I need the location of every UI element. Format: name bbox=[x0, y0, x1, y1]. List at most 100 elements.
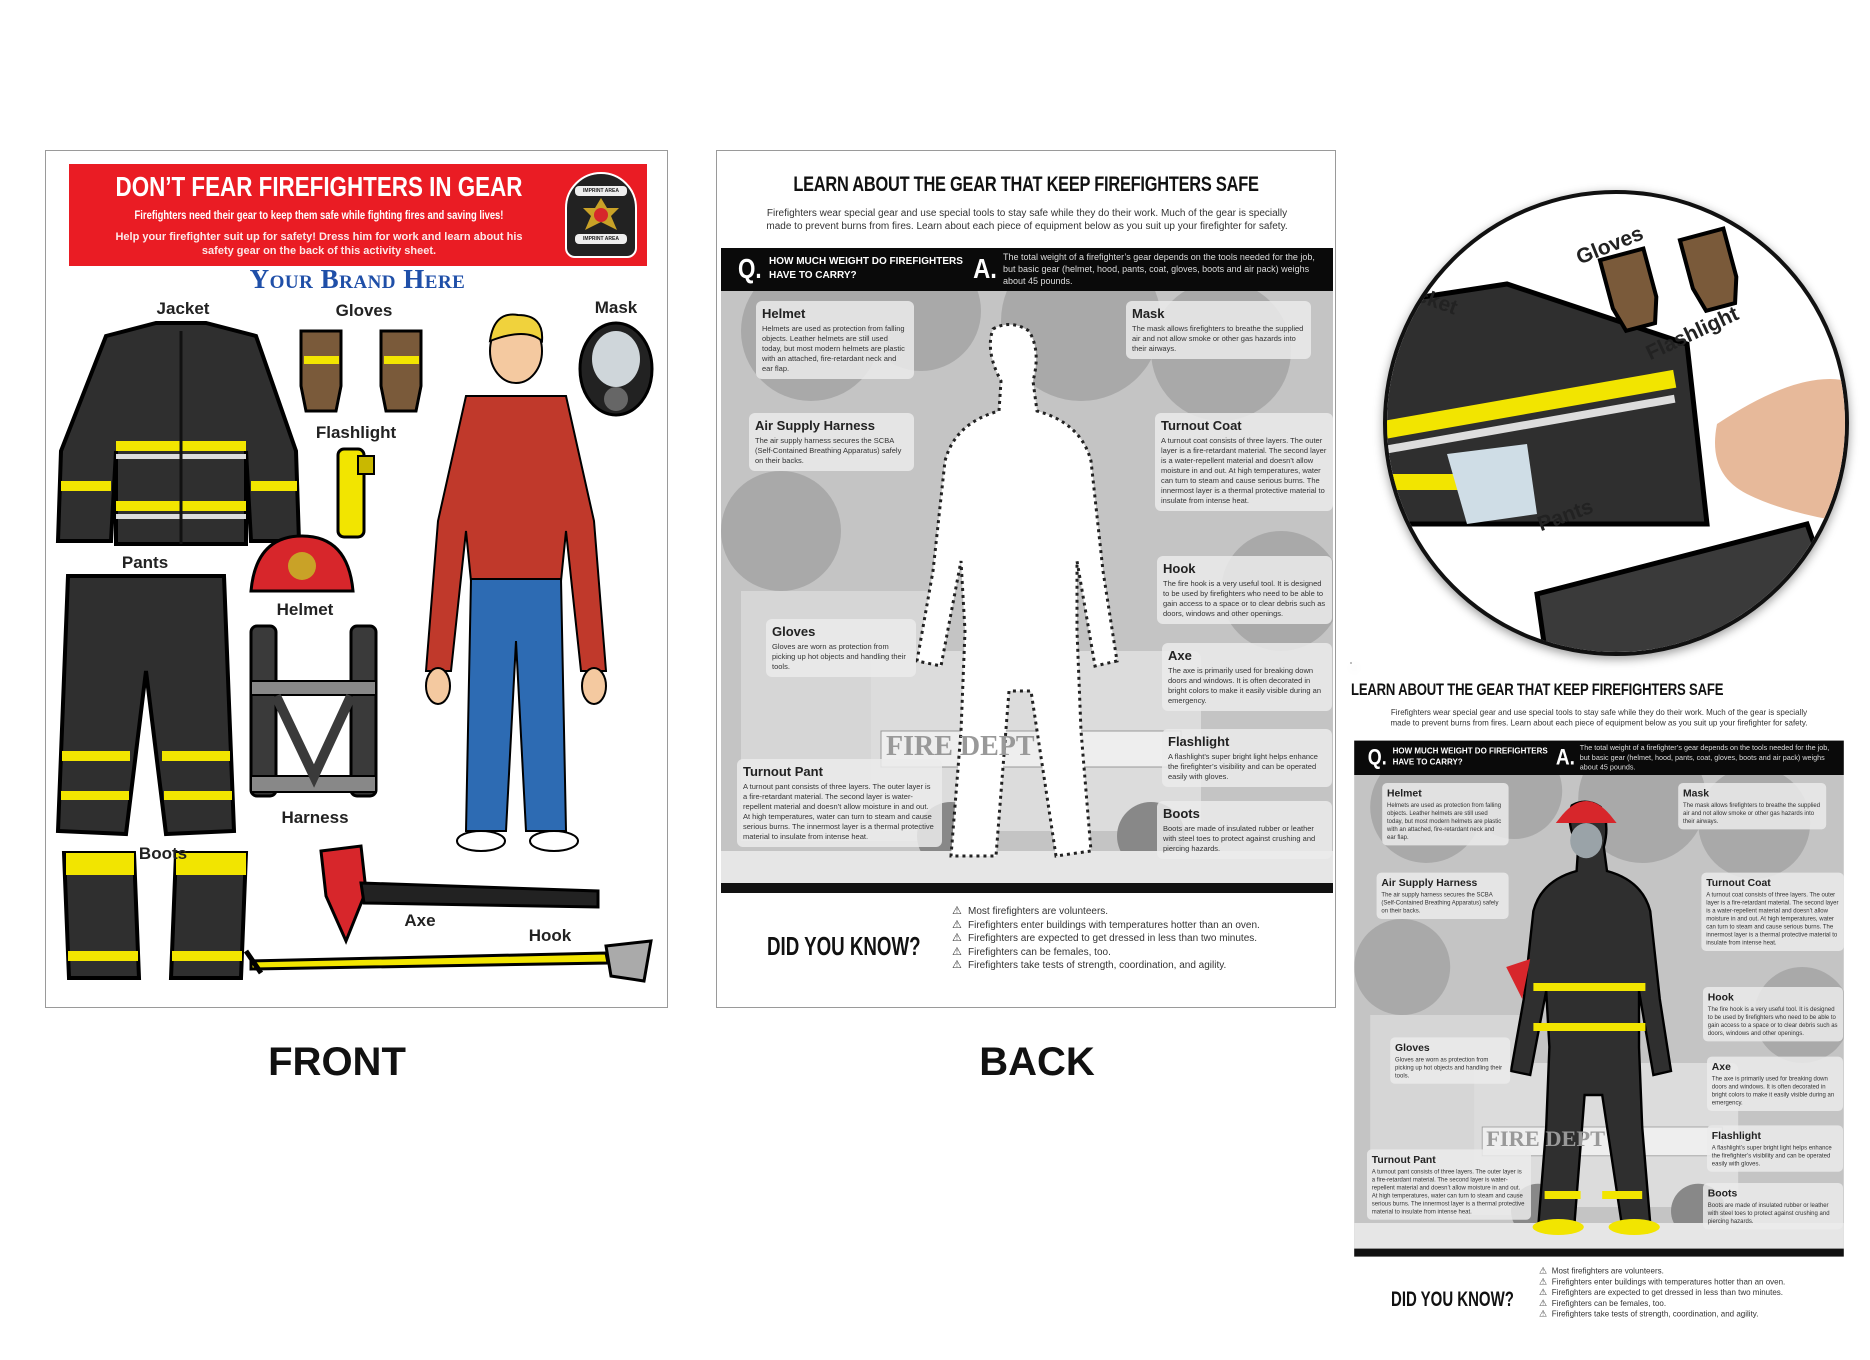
badge-imprint-top: IMPRINT AREA bbox=[583, 188, 619, 194]
callout-text: The fire hook is a very useful tool. It … bbox=[1163, 579, 1326, 618]
jacket-sticker[interactable] bbox=[55, 321, 302, 546]
warning-triangle-icon: ⚠ bbox=[1539, 1287, 1547, 1298]
brand-placeholder: Your Brand Here bbox=[249, 264, 466, 294]
badge-shield-icon bbox=[575, 186, 627, 244]
warning-triangle-icon: ⚠ bbox=[1539, 1309, 1547, 1319]
banner-text: Help your firefighter suit up for safety… bbox=[115, 231, 523, 257]
fact-text: Firefighters can be females, too. bbox=[968, 946, 1111, 958]
callout-title: Hook bbox=[1163, 561, 1196, 576]
label-hook: Hook bbox=[528, 926, 572, 945]
callout-title: Turnout Coat bbox=[1161, 418, 1242, 433]
divider-bar bbox=[1354, 1248, 1844, 1257]
back-sheet-dressed-preview: LEARN ABOUT THE GEAR THAT KEEP FIREFIGHT… bbox=[1350, 662, 1844, 1319]
callout-text: A flashlight’s super bright light helps … bbox=[1168, 752, 1318, 781]
callout-text: Gloves are worn as protection from picki… bbox=[772, 642, 906, 671]
fact-text: Most firefighters are volunteers. bbox=[968, 906, 1109, 917]
back-activity-sheet: LEARN ABOUT THE GEAR THAT KEEP FIREFIGHT… bbox=[716, 150, 1336, 1008]
fact-text: Firefighters take tests of strength, coo… bbox=[968, 960, 1227, 971]
question-text: HOW MUCH WEIGHT DO FIREFIGHTERS HAVE TO … bbox=[769, 256, 963, 281]
divider-bar bbox=[721, 883, 1333, 893]
gloves-sticker[interactable] bbox=[299, 329, 423, 413]
fire-dept-sign: FIRE DEPT bbox=[886, 731, 1035, 762]
fact-item: ⚠Firefighters are expected to get dresse… bbox=[952, 932, 1260, 946]
label-mask: Mask bbox=[594, 298, 638, 317]
warning-triangle-icon: ⚠ bbox=[1539, 1298, 1547, 1309]
fact-item: ⚠ Most firefighters are volunteers. bbox=[1539, 1266, 1785, 1277]
front-caption: FRONT bbox=[268, 1040, 406, 1084]
warning-triangle-icon: ⚠ bbox=[952, 959, 962, 971]
dressed-firefighter bbox=[1506, 800, 1673, 1235]
warning-triangle-icon: ⚠ bbox=[952, 918, 962, 931]
firefighter-doll[interactable] bbox=[424, 313, 608, 852]
did-you-know-heading: DID YOU KNOW? bbox=[767, 931, 921, 961]
callout-text: Helmets are used as protection from fall… bbox=[762, 324, 905, 373]
callout-text: The mask allows firefighters to breathe … bbox=[1132, 324, 1304, 353]
fact-item: ⚠ Firefighters take tests of strength, co… bbox=[1539, 1309, 1785, 1320]
callout-title: Boots bbox=[1707, 1187, 1738, 1199]
gear-illustrations bbox=[55, 313, 654, 983]
callout-title: Flashlight bbox=[1711, 1129, 1761, 1142]
fact-text: Firefighters are expected to get dressed… bbox=[968, 933, 1258, 944]
axe-sticker[interactable] bbox=[319, 844, 600, 945]
fact-item: ⚠ Firefighters are expected to get dresse… bbox=[1539, 1288, 1785, 1299]
callout-title: Air Supply Harness bbox=[1381, 876, 1478, 889]
answer-text: The total weight of a firefighter’s gear… bbox=[1579, 743, 1830, 771]
callout-text: The mask allows firefighters to breathe … bbox=[1683, 801, 1821, 825]
callout-title: Flashlight bbox=[1168, 734, 1230, 749]
mask-sticker[interactable] bbox=[578, 321, 654, 417]
callout-text: The axe is primarily used for breaking d… bbox=[1168, 666, 1321, 705]
fact-item: ⚠ Firefighters enter buildings with tempe… bbox=[1539, 1277, 1785, 1288]
callout-text: The air supply harness secures the SCBA … bbox=[755, 436, 902, 465]
callout-title: Helmet bbox=[762, 306, 806, 321]
banner-title: DON’T FEAR FIREFIGHTERS IN GEAR bbox=[115, 171, 523, 202]
label-jacket: Jacket bbox=[156, 299, 210, 318]
facts-list: ⚠ Most firefighters are volunteers. ⚠ Firef… bbox=[1539, 1266, 1785, 1320]
boots-sticker[interactable] bbox=[61, 851, 249, 980]
fact-text: Most firefighters are volunteers. bbox=[1551, 1267, 1664, 1276]
callout-text: Boots are made of insulated rubber or le… bbox=[1163, 824, 1316, 853]
callout-text: The fire hook is a very useful tool. It … bbox=[1707, 1005, 1838, 1037]
badge-imprint-bottom: IMPRINT AREA bbox=[583, 236, 619, 242]
back-subtitle: Firefighters wear special gear and use s… bbox=[1390, 708, 1808, 728]
pants-sticker[interactable] bbox=[55, 574, 237, 837]
callout-text: The air supply harness secures the SCBA … bbox=[1381, 891, 1499, 915]
callout-title: Turnout Pant bbox=[1371, 1153, 1436, 1166]
callout-title: Turnout Coat bbox=[1706, 876, 1771, 889]
callout-text: A turnout pant consists of three layers.… bbox=[1371, 1167, 1525, 1215]
fact-text: Firefighters are expected to get dressed… bbox=[1551, 1288, 1784, 1298]
callout-flashlight: Flashlight A flashlight’s super bright li… bbox=[1162, 729, 1332, 787]
warning-triangle-icon: ⚠ bbox=[952, 905, 962, 917]
fact-text: Firefighters take tests of strength, coo… bbox=[1551, 1310, 1759, 1319]
fact-item: ⚠ Firefighters take tests of strength, co… bbox=[952, 959, 1260, 973]
callout-text: A flashlight’s super bright light helps … bbox=[1711, 1143, 1832, 1167]
helmet-sticker[interactable] bbox=[249, 534, 355, 593]
hook-sticker[interactable] bbox=[243, 939, 653, 983]
back-title: LEARN ABOUT THE GEAR THAT KEEP FIREFIGHT… bbox=[793, 173, 1259, 196]
harness-sticker[interactable] bbox=[249, 624, 378, 798]
warning-triangle-icon: ⚠ bbox=[1539, 1277, 1547, 1287]
callout-title: Axe bbox=[1711, 1060, 1731, 1073]
warning-triangle-icon: ⚠ bbox=[1539, 1266, 1547, 1276]
banner-subtitle: Firefighters need their gear to keep the… bbox=[134, 210, 504, 222]
callout-title: Axe bbox=[1168, 648, 1192, 663]
flashlight-sticker[interactable] bbox=[336, 447, 375, 539]
a-letter: A. bbox=[973, 253, 997, 284]
fact-item: ⚠Firefighters enter buildings with tempe… bbox=[952, 919, 1260, 933]
fact-item: ⚠Firefighters can be females, too. bbox=[952, 946, 1260, 960]
question-text: HOW MUCH WEIGHT DO FIREFIGHTERS HAVE TO … bbox=[1392, 747, 1548, 767]
fire-dept-sign: FIRE DEPT bbox=[1486, 1127, 1606, 1152]
label-helmet: Helmet bbox=[276, 600, 334, 619]
fact-text: Firefighters enter buildings with temper… bbox=[1551, 1277, 1786, 1287]
magnified-stickers bbox=[1387, 226, 1845, 652]
label-flashlight: Flashlight bbox=[315, 423, 397, 442]
